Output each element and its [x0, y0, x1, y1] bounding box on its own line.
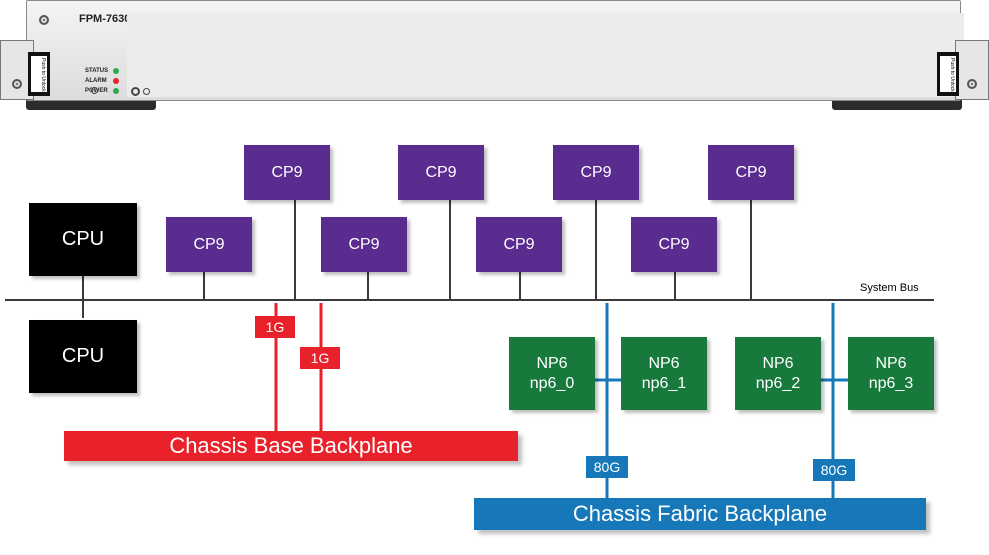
vent-grille	[127, 13, 964, 97]
np6-chip: NP6 np6_3	[848, 337, 934, 410]
np6-chip: NP6 np6_2	[735, 337, 821, 410]
link-80g-tag: 80G	[586, 456, 628, 478]
np6-chip: NP6 np6_1	[621, 337, 707, 410]
cp9-chip: CP9	[244, 145, 330, 200]
np6-id: np6_3	[868, 374, 914, 392]
np6-type: NP6	[762, 354, 794, 372]
right-unlock-tag: Push to Unlock	[937, 52, 959, 96]
system-bus-label: System Bus	[860, 282, 919, 294]
np6-chip: NP6 np6_0	[509, 337, 595, 410]
cp9-chip: CP9	[553, 145, 639, 200]
chassis-fabric-backplane: Chassis Fabric Backplane	[474, 498, 926, 530]
power-led-icon	[113, 88, 119, 94]
cp9-chip: CP9	[398, 145, 484, 200]
reset-button[interactable]	[91, 87, 98, 94]
faceplate: FPM-7630E STATUS ALARM POWER	[26, 0, 964, 101]
cp9-chip: CP9	[321, 217, 407, 272]
cp9-chip: CP9	[166, 217, 252, 272]
np6-type: NP6	[875, 354, 907, 372]
np6-id: np6_0	[529, 374, 575, 392]
np6-id: np6_2	[755, 374, 801, 392]
model-name: FPM-7630E	[79, 13, 138, 25]
led-label-status: STATUS	[85, 68, 109, 74]
lever-screw-icon	[12, 79, 22, 89]
np6-id: np6_1	[641, 374, 687, 392]
alarm-led-icon	[113, 78, 119, 84]
link-1g-tag: 1G	[255, 316, 295, 338]
cpu-chip: CPU	[29, 203, 137, 276]
link-80g-tag: 80G	[813, 459, 855, 481]
screw-icon	[39, 15, 49, 25]
front-panel: FPM-7630E STATUS ALARM POWER Push to Unl…	[0, 0, 989, 112]
lever-screw-icon	[967, 79, 977, 89]
status-led-icon	[113, 68, 119, 74]
port-icon	[131, 87, 140, 96]
link-1g-tag: 1G	[300, 347, 340, 369]
np6-type: NP6	[648, 354, 680, 372]
port-icon	[143, 88, 150, 95]
np6-type: NP6	[536, 354, 568, 372]
cp9-chip: CP9	[476, 217, 562, 272]
right-eject-lever[interactable]	[955, 40, 989, 100]
left-unlock-tag: Push to Unlock	[28, 52, 50, 96]
led-label-alarm: ALARM	[85, 78, 107, 84]
cp9-chip: CP9	[708, 145, 794, 200]
chassis-base-backplane: Chassis Base Backplane	[64, 431, 518, 461]
cp9-chip: CP9	[631, 217, 717, 272]
cpu-chip: CPU	[29, 320, 137, 393]
